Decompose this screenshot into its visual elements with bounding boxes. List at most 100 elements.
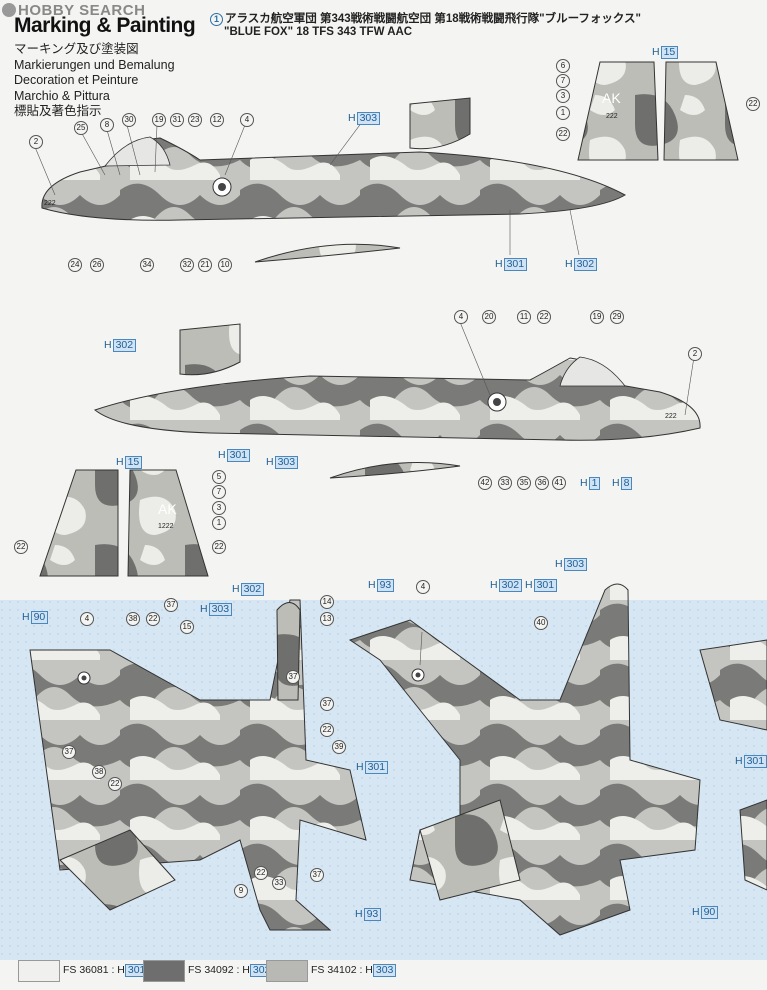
callout-26: 25 [74, 121, 88, 135]
callout-29: 29 [610, 310, 624, 324]
callout-13: 13 [320, 612, 334, 626]
callout-24-lower-left: 22 [14, 540, 28, 554]
page-title: Marking & Painting [14, 14, 196, 37]
callout-37-b: 37 [286, 670, 300, 684]
callout-24-c: 22 [108, 777, 122, 791]
callout-37-d: 37 [62, 745, 76, 759]
language-zh: 標貼及著色指示 [14, 104, 102, 118]
scheme-line1: アラスカ航空軍団 第343戦術戦闘航空団 第18戦術戦闘飛行隊"ブルーフォックス… [225, 13, 642, 25]
callout-9: 9 [234, 884, 248, 898]
callout-15: 15 [180, 620, 194, 634]
language-list: マーキング及び塗装図 Markierungen und Bemalung Dec… [14, 42, 175, 120]
watermark: HOBBY SEARCH [2, 2, 145, 19]
tail-number-left: 1222 [158, 523, 174, 530]
callout-37-a: 37 [164, 598, 178, 612]
callout-4-upper: 4 [240, 113, 254, 127]
callout-24-b: 22 [320, 723, 334, 737]
callout-14: 14 [320, 595, 334, 609]
callout-20: 20 [482, 310, 496, 324]
callout-31: 31 [170, 113, 184, 127]
callout-24-upper-right: 22 [746, 97, 760, 111]
language-fr: Decoration et Peinture [14, 73, 139, 87]
callout-24-upper-left: 22 [556, 127, 570, 141]
callout-24-lower-right: 22 [212, 540, 226, 554]
callout-21: 21 [198, 258, 212, 272]
callout-2-upper: 2 [29, 135, 43, 149]
callout-4-middle: 4 [454, 310, 468, 324]
callout-27: 26 [90, 258, 104, 272]
callout-3-upper: 3 [556, 89, 570, 103]
callout-32: 32 [180, 258, 194, 272]
callout-33: 33 [498, 476, 512, 490]
tail-number-right: 222 [606, 113, 618, 120]
callout-4-top-view: 4 [80, 612, 94, 626]
callout-24-a: 22 [146, 612, 160, 626]
callout-37-c: 37 [320, 697, 334, 711]
callout-3-lower: 3 [212, 501, 226, 515]
callout-7-lower: 7 [212, 485, 226, 499]
callout-38-a: 38 [126, 612, 140, 626]
callout-39: 39 [332, 740, 346, 754]
callout-34: 34 [140, 258, 154, 272]
callout-24-d: 22 [254, 866, 268, 880]
callout-7-upper: 7 [556, 74, 570, 88]
fuselage-number-middle: 222 [665, 413, 677, 420]
language-ja: マーキング及び塗装図 [14, 42, 139, 56]
scheme-number: 1 [210, 13, 223, 26]
language-de: Markierungen und Bemalung [14, 57, 175, 72]
callout-6-upper: 6 [556, 59, 570, 73]
callout-30: 30 [122, 113, 136, 127]
language-it: Marchio & Pittura [14, 88, 110, 103]
legend-swatch-302 [143, 960, 185, 982]
watermark-logo-icon [2, 3, 16, 17]
callout-42: 42 [478, 476, 492, 490]
callout-36: 36 [535, 476, 549, 490]
callout-37-e: 37 [310, 868, 324, 882]
tail-code-ak-left: AK [158, 501, 177, 517]
callout-2-middle: 2 [688, 347, 702, 361]
callout-12: 12 [210, 113, 224, 127]
legend-swatch-303 [266, 960, 308, 982]
tail-code-ak-right: AK [602, 90, 621, 106]
callout-40: 40 [534, 616, 548, 630]
callout-33-top-view: 33 [272, 876, 286, 890]
callout-19-middle: 19 [590, 310, 604, 324]
callout-35: 35 [517, 476, 531, 490]
callout-4-right: 4 [416, 580, 430, 594]
callout-8: 8 [100, 118, 114, 132]
callout-25: 24 [68, 258, 82, 272]
fuselage-number-upper: 222 [44, 200, 56, 207]
callout-1-upper: 1 [556, 106, 570, 120]
callout-23: 23 [188, 113, 202, 127]
callout-11: 11 [517, 310, 531, 324]
scheme-line2: "BLUE FOX" 18 TFS 343 TFW AAC [224, 26, 413, 38]
